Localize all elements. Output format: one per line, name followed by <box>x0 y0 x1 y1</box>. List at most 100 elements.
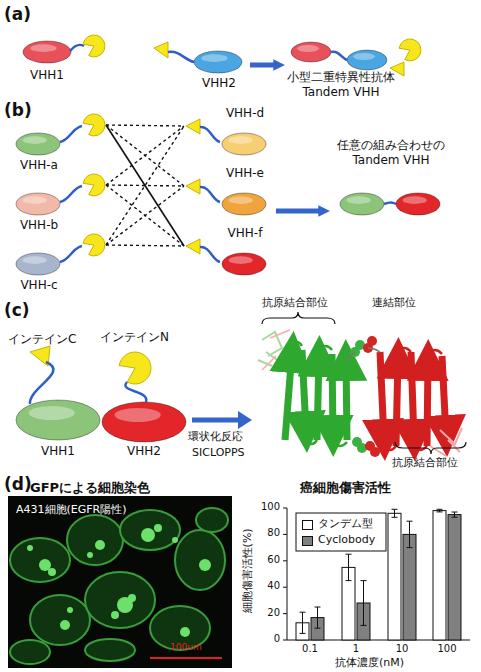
text-label: A431細胞(EGFR陽性) <box>16 503 127 517</box>
graphic-part <box>111 611 119 619</box>
text-label: 連結部位 <box>372 296 416 310</box>
reaction-arrow <box>192 411 252 429</box>
graphic-part <box>229 136 253 144</box>
text-label: (d) <box>4 474 32 495</box>
arrow-head <box>273 59 285 70</box>
graphic-part <box>291 42 331 62</box>
axis-title: 細胞傷害活性(%) <box>241 501 255 641</box>
graphic-part <box>10 538 70 582</box>
text-label: 100um <box>170 642 202 653</box>
graphic-part <box>283 560 287 561</box>
graphic-part <box>283 613 287 614</box>
vhh-domain: VHH-d <box>184 106 276 168</box>
graphic-part <box>283 587 287 588</box>
precursor-construct <box>30 346 151 404</box>
graphic-part <box>23 136 47 144</box>
graphic-part <box>8 496 232 668</box>
axis-tick-label: 10 <box>387 643 417 656</box>
graphic-part <box>87 552 93 558</box>
text-label: 抗原結合部位 <box>392 456 458 470</box>
graphic-part <box>194 51 242 73</box>
graphic-part <box>350 340 367 453</box>
graphic-part <box>186 239 200 254</box>
axis-tick-label: 20 <box>256 607 280 620</box>
vhh-domain: VHH2 <box>150 38 250 96</box>
pairing-line <box>106 245 184 246</box>
graphic-part <box>95 540 105 550</box>
graphic-part <box>125 382 146 402</box>
graphic-part <box>396 358 398 446</box>
graphic-part <box>30 362 53 404</box>
graphic-part <box>200 247 220 262</box>
vhh-domain: VHH2 <box>100 400 188 464</box>
node-label: VHH1 <box>22 68 72 83</box>
axis-tick-label: 0 <box>256 633 280 646</box>
node-label: VHH-a <box>14 158 64 173</box>
graphic-part <box>363 336 380 457</box>
graphic-part <box>384 348 442 450</box>
graphic-part <box>296 513 386 551</box>
vhh-domain: VHH-f <box>184 226 276 288</box>
pairing-line <box>106 186 184 245</box>
graphic-part <box>380 352 384 440</box>
vhh-domain: VHH-b <box>10 172 106 232</box>
pairing-line <box>106 185 184 186</box>
node-label: VHH-d <box>220 106 270 121</box>
graphic-part <box>128 594 136 602</box>
pairing-line <box>106 126 184 245</box>
node-label: 小型二重特異性抗体 Tandem VHH <box>285 70 397 100</box>
graphic-part <box>83 234 105 256</box>
graphic-part <box>200 127 220 142</box>
tandem-vhh-product: 小型二重特異性抗体 Tandem VHH <box>285 36 397 100</box>
graphic-part <box>186 119 200 134</box>
graphic-part <box>384 203 396 205</box>
graphic-part <box>115 408 161 422</box>
graphic-part <box>297 45 319 52</box>
graphic-part <box>29 406 75 420</box>
graphic-part <box>262 312 335 324</box>
connector-line <box>106 186 184 245</box>
text-label: 環状化反応 <box>188 430 243 444</box>
graphic-part <box>222 133 266 155</box>
legend-label: タンデム型 <box>318 517 373 531</box>
graphic-part <box>353 53 375 60</box>
vhh-domain: VHH-c <box>10 232 106 292</box>
connector-line <box>106 185 184 246</box>
graphic-part <box>448 515 461 640</box>
text-label: GFPによる細胞染色 <box>30 480 150 496</box>
connector-line <box>106 126 184 185</box>
text-label: インテインN <box>100 330 169 345</box>
graphic-part <box>30 595 90 645</box>
graphic-part <box>222 253 266 275</box>
axis-tick-label: 80 <box>256 527 280 540</box>
graphic-part <box>16 253 60 275</box>
graphic-part <box>199 559 211 571</box>
graphic-part <box>83 35 105 57</box>
text-label: (a) <box>4 4 31 25</box>
graphic-part <box>23 256 47 264</box>
graphic-part <box>119 352 151 384</box>
graphic-part <box>85 572 155 628</box>
text-label: (c) <box>4 300 30 321</box>
graphic-part <box>201 54 227 62</box>
tandem-vhh-product: 任意の組み合わせの Tandem VHH <box>330 138 452 228</box>
bar-chart <box>283 508 470 640</box>
graphic-part <box>200 187 220 202</box>
graphic-part <box>380 352 446 446</box>
connector-line <box>106 245 184 246</box>
graphic-part <box>141 528 155 542</box>
graphic-part <box>23 196 47 204</box>
graphic-part <box>287 508 288 640</box>
graphic-part <box>23 41 71 63</box>
pairing-line <box>106 125 184 126</box>
graphic-part <box>168 52 194 62</box>
graphic-part <box>258 332 282 366</box>
graphic-part <box>347 348 380 360</box>
graphic-part <box>192 418 240 423</box>
graphic-part <box>180 627 190 637</box>
graphic-part <box>67 607 73 613</box>
graphic-part <box>403 534 416 640</box>
text-label: 抗体濃度(nM) <box>335 656 404 670</box>
graphic-part <box>10 508 228 664</box>
